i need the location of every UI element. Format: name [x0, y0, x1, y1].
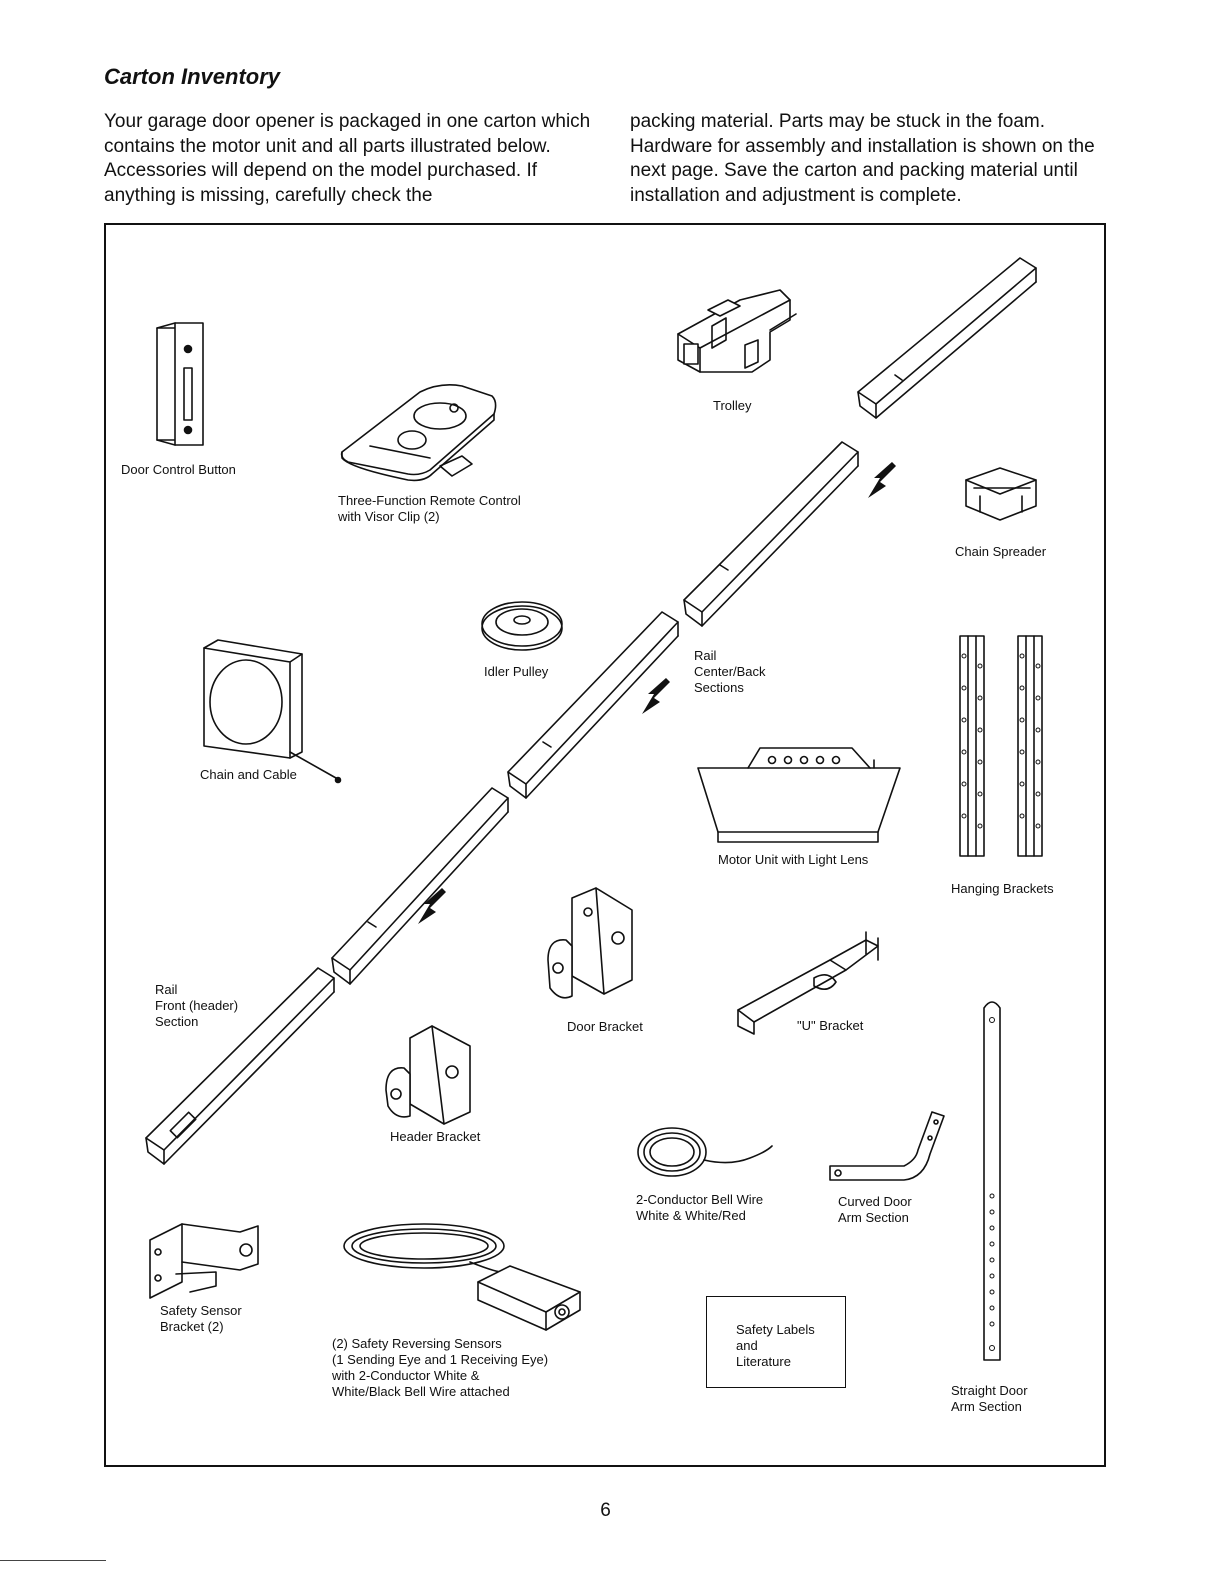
curved-arm-label: Curved Door Arm Section: [838, 1194, 912, 1225]
hanging-brackets-illustration: [959, 635, 1043, 857]
trolley-label: Trolley: [713, 398, 752, 413]
page-title: Carton Inventory: [104, 64, 281, 89]
intro-column-1: Your garage door opener is packaged in o…: [104, 111, 591, 206]
remote-control-label: Three-Function Remote Control with Visor…: [338, 493, 521, 524]
safety-reversing-sensors-label: (2) Safety Reversing Sensors (1 Sending …: [332, 1336, 549, 1399]
bell-wire-illustration: [637, 1127, 773, 1177]
idler-pulley-label: Idler Pulley: [484, 664, 549, 679]
safety-sensor-bracket-label: Safety Sensor Bracket (2): [160, 1303, 242, 1334]
safety-reversing-sensors-illustration: [343, 1223, 581, 1331]
header-bracket-label: Header Bracket: [390, 1129, 481, 1144]
safety-labels-box: [706, 1296, 846, 1388]
door-control-button-label: Door Control Button: [121, 462, 236, 477]
header-bracket-illustration: [385, 1025, 471, 1125]
door-control-button-illustration: [156, 322, 204, 446]
chain-and-cable-label: Chain and Cable: [200, 767, 297, 782]
footer-rule: [0, 1560, 106, 1561]
door-bracket-label: Door Bracket: [567, 1019, 643, 1034]
safety-labels-label: Safety Labels and Literature: [736, 1322, 815, 1369]
rail-center-back-label: Rail Center/Back Sections: [694, 648, 766, 695]
straight-arm-illustration: [983, 1001, 1001, 1361]
bell-wire-label: 2-Conductor Bell Wire White & White/Red: [636, 1192, 764, 1223]
u-bracket-illustration: [737, 931, 879, 1035]
motor-unit-label: Motor Unit with Light Lens: [718, 852, 869, 867]
intro-column-2: packing material. Parts may be stuck in …: [630, 111, 1095, 206]
page-number: 6: [600, 1500, 611, 1521]
rail-front-label: Rail Front (header) Section: [155, 982, 239, 1029]
chain-spreader-label: Chain Spreader: [955, 544, 1047, 559]
hanging-brackets-label: Hanging Brackets: [951, 881, 1054, 896]
assembly-arrows: [418, 462, 896, 924]
rail-center-back-illustration: [331, 257, 1037, 985]
inventory-frame: [104, 223, 1106, 1467]
curved-arm-illustration: [829, 1111, 945, 1181]
u-bracket-label: "U" Bracket: [797, 1018, 864, 1033]
door-bracket-illustration: [547, 887, 633, 999]
chain-and-cable-illustration: [203, 639, 342, 784]
chain-spreader-illustration: [965, 467, 1037, 521]
idler-pulley-illustration: [481, 601, 563, 651]
remote-control-illustration: [340, 384, 497, 482]
rail-front-illustration: [145, 967, 335, 1165]
safety-sensor-bracket-illustration: [149, 1223, 259, 1299]
straight-arm-label: Straight Door Arm Section: [951, 1383, 1028, 1414]
trolley-illustration: [677, 289, 797, 373]
motor-unit-illustration: [697, 747, 901, 843]
